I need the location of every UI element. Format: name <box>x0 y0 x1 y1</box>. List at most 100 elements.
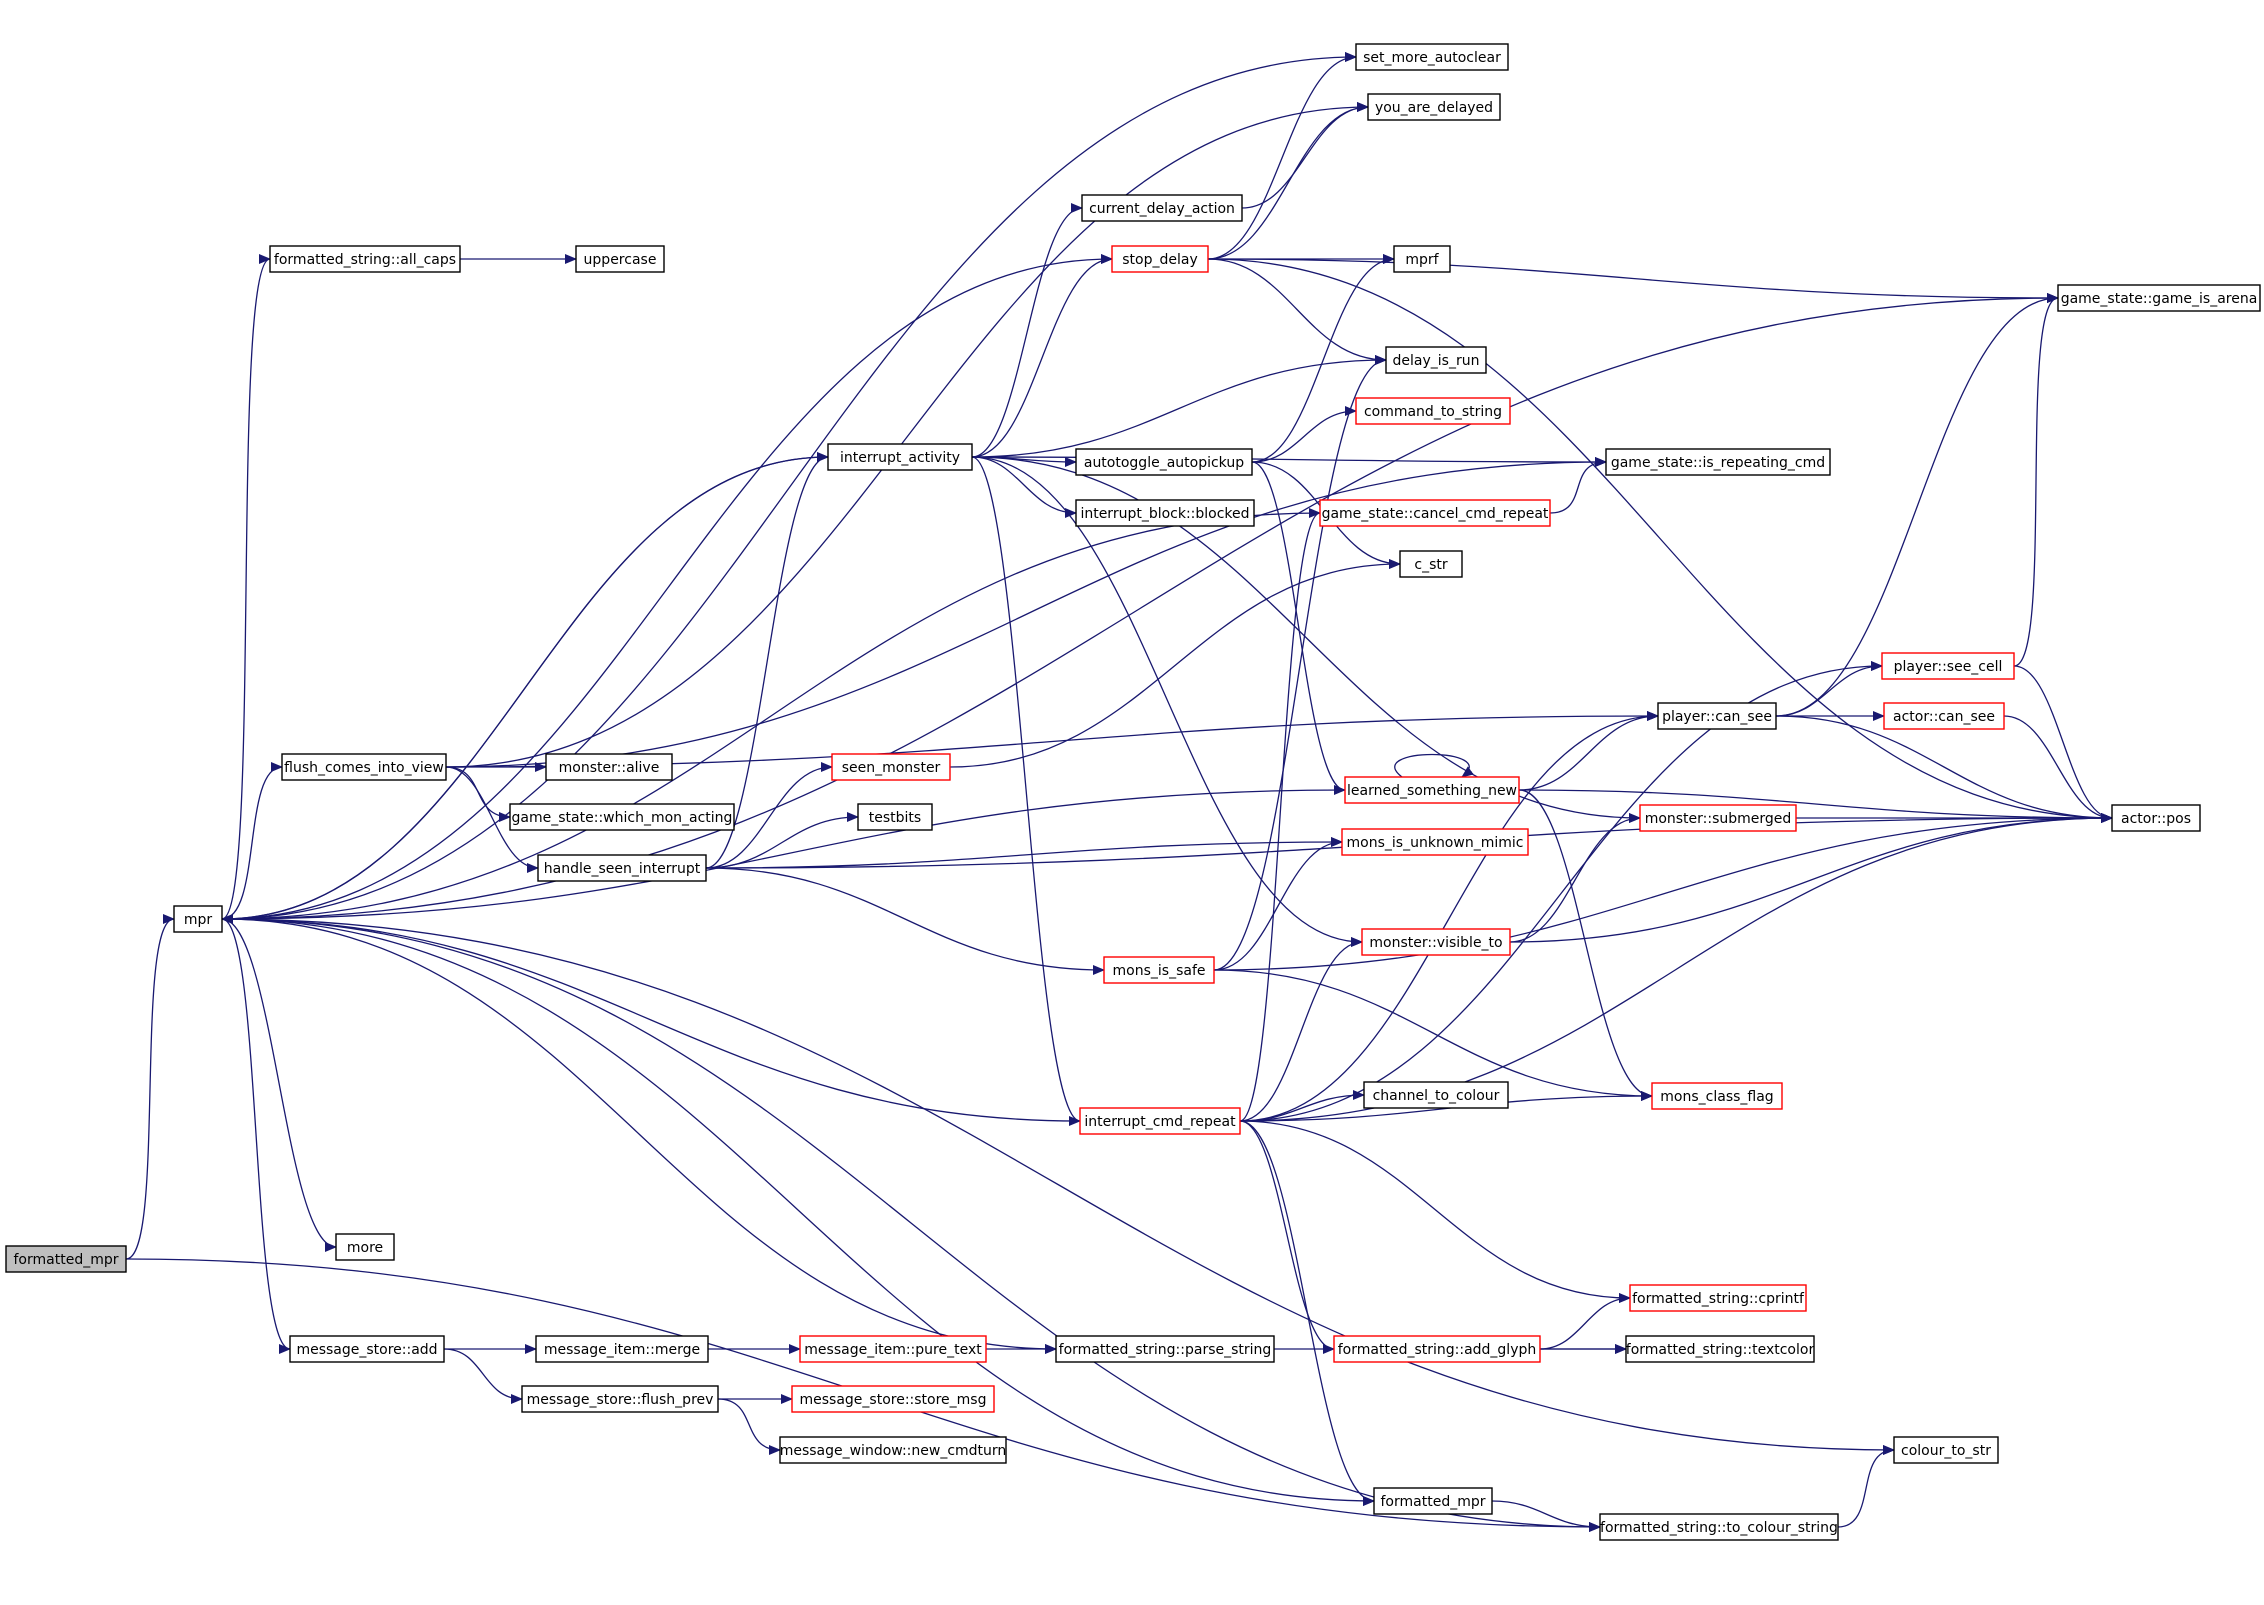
edge-interrupt_cmd_repeat-to-gs_cancel_cmd_repeat <box>1239 508 1321 1122</box>
node-player-see-cell[interactable]: player::see_cell <box>1881 652 2015 680</box>
node-more[interactable]: more <box>335 1233 395 1261</box>
node-gs-is-repeating-cmd[interactable]: game_state::is_repeating_cmd <box>1605 448 1831 476</box>
edge-interrupt_activity-to-interrupt_block_blocked <box>971 456 1077 518</box>
edge-handle_seen_interrupt-to-mons_is_unknown_mimic <box>705 837 1343 869</box>
node-command-to-string[interactable]: command_to_string <box>1355 397 1511 425</box>
node-interrupt-activity[interactable]: interrupt_activity <box>827 443 973 471</box>
node-current-delay-action[interactable]: current_delay_action <box>1081 194 1243 222</box>
node-fs-parse-string[interactable]: formatted_string::parse_string <box>1055 1335 1275 1363</box>
node-gs-game-is-arena[interactable]: game_state::game_is_arena <box>2057 284 2261 312</box>
node-channel-to-colour[interactable]: channel_to_colour <box>1363 1081 1509 1109</box>
node-handle-seen-interrupt[interactable]: handle_seen_interrupt <box>537 854 707 882</box>
node-testbits[interactable]: testbits <box>857 803 933 831</box>
edge-interrupt_activity-to-monster_submerged <box>971 456 1641 823</box>
node-label: autotoggle_autopickup <box>1084 455 1244 471</box>
edge-stop_delay-to-delay_is_run <box>1207 258 1387 365</box>
edge-interrupt_cmd_repeat-to-player_see_cell <box>1239 661 1883 1122</box>
edge-mons_is_safe-to-mons_is_unknown_mimic <box>1213 837 1343 971</box>
node-learned-something-new[interactable]: learned_something_new <box>1344 776 1520 804</box>
node-mons-is-unknown-mimic[interactable]: mons_is_unknown_mimic <box>1341 828 1529 856</box>
edge-interrupt_activity-to-interrupt_cmd_repeat <box>971 456 1081 1126</box>
node-flush-comes-into-view[interactable]: flush_comes_into_view <box>281 753 447 781</box>
node-message-store-store-msg[interactable]: message_store::store_msg <box>791 1385 995 1413</box>
node-box <box>521 1385 719 1413</box>
node-fs-all-caps[interactable]: formatted_string::all_caps <box>269 245 461 273</box>
node-monster-submerged[interactable]: monster::submerged <box>1639 804 1797 832</box>
node-autotoggle-autopickup[interactable]: autotoggle_autopickup <box>1075 448 1253 476</box>
edge-learned_something_new-to-player_can_see <box>1518 711 1659 791</box>
edge-seen_monster-to-c_str <box>949 559 1401 768</box>
node-mons-class-flag[interactable]: mons_class_flag <box>1651 1082 1783 1110</box>
edge-handle_seen_interrupt-to-interrupt_activity <box>705 452 829 869</box>
node-box <box>1651 1082 1783 1110</box>
edge-handle_seen_interrupt-to-mons_is_safe <box>705 867 1105 975</box>
node-gs-cancel-cmd-repeat[interactable]: game_state::cancel_cmd_repeat <box>1319 499 1551 527</box>
node-c-str[interactable]: c_str <box>1399 550 1463 578</box>
node-you-are-delayed[interactable]: you_are_delayed <box>1367 93 1501 121</box>
node-box <box>1393 245 1451 273</box>
node-gs-which-mon-acting[interactable]: game_state::which_mon_acting <box>509 803 735 831</box>
node-label: message_store::store_msg <box>800 1392 987 1408</box>
edge-monster_visible_to-to-actor_pos <box>1509 813 2113 943</box>
node-formatted-mpr-root[interactable]: formatted_mpr <box>5 1245 127 1273</box>
node-label: formatted_string::to_colour_string <box>1600 1520 1838 1536</box>
node-label: game_state::cancel_cmd_repeat <box>1322 506 1549 522</box>
node-box <box>1881 652 2015 680</box>
node-box <box>1355 43 1509 71</box>
node-message-store-add[interactable]: message_store::add <box>289 1335 445 1363</box>
node-label: c_str <box>1414 557 1447 573</box>
node-delay-is-run[interactable]: delay_is_run <box>1385 346 1487 374</box>
node-fs-add-glyph[interactable]: formatted_string::add_glyph <box>1333 1335 1541 1363</box>
edge-flush_comes_into_view-to-handle_seen_interrupt <box>445 766 539 873</box>
edges-layer <box>125 52 2113 1532</box>
node-box <box>1075 499 1255 527</box>
node-label: learned_something_new <box>1347 783 1517 799</box>
node-fs-cprintf[interactable]: formatted_string::cprintf <box>1629 1284 1807 1312</box>
node-box <box>2057 284 2261 312</box>
node-mprf[interactable]: mprf <box>1393 245 1451 273</box>
node-box <box>269 245 461 273</box>
node-label: actor::can_see <box>1893 709 1995 725</box>
node-message-window-new-cmdturn[interactable]: message_window::new_cmdturn <box>779 1436 1007 1464</box>
node-seen-monster[interactable]: seen_monster <box>831 753 951 781</box>
node-formatted-mpr-2[interactable]: formatted_mpr <box>1373 1487 1493 1515</box>
node-interrupt-block-blocked[interactable]: interrupt_block::blocked <box>1075 499 1255 527</box>
edge-mons_is_safe-to-mons_class_flag <box>1213 969 1653 1101</box>
node-box <box>575 245 665 273</box>
node-message-item-merge[interactable]: message_item::merge <box>535 1335 709 1363</box>
node-message-store-flush-prev[interactable]: message_store::flush_prev <box>521 1385 719 1413</box>
node-box <box>1081 194 1243 222</box>
edge-stop_delay-to-you_are_delayed <box>1207 102 1369 260</box>
node-box <box>1373 1487 1493 1515</box>
node-message-item-pure-text[interactable]: message_item::pure_text <box>799 1335 987 1363</box>
edge-formatted_mpr_2-to-fs_to_colour_string <box>1491 1500 1601 1532</box>
node-fs-textcolor[interactable]: formatted_string::textcolor <box>1625 1335 1815 1363</box>
edge-learned_something_new-to-mpr <box>221 789 1346 924</box>
node-set-more-autoclear[interactable]: set_more_autoclear <box>1355 43 1509 71</box>
node-interrupt-cmd-repeat[interactable]: interrupt_cmd_repeat <box>1079 1107 1241 1135</box>
node-label: testbits <box>869 810 921 826</box>
node-uppercase[interactable]: uppercase <box>575 245 665 273</box>
node-actor-pos[interactable]: actor::pos <box>2111 804 2201 832</box>
node-stop-delay[interactable]: stop_delay <box>1111 245 1209 273</box>
node-label: message_store::flush_prev <box>527 1392 714 1408</box>
node-mpr[interactable]: mpr <box>173 905 223 933</box>
node-monster-visible-to[interactable]: monster::visible_to <box>1361 928 1511 956</box>
node-box <box>1103 956 1215 984</box>
node-mons-is-safe[interactable]: mons_is_safe <box>1103 956 1215 984</box>
node-fs-to-colour-string[interactable]: formatted_string::to_colour_string <box>1599 1513 1839 1541</box>
node-label: seen_monster <box>842 760 941 776</box>
node-colour-to-str[interactable]: colour_to_str <box>1893 1436 1999 1464</box>
node-actor-can-see[interactable]: actor::can_see <box>1883 702 2005 730</box>
node-box <box>1639 804 1797 832</box>
edge-player_see_cell-to-actor_pos <box>2013 665 2113 823</box>
node-label: you_are_delayed <box>1375 100 1493 116</box>
node-box <box>1367 93 1501 121</box>
edge-interrupt_activity-to-mpr <box>221 456 829 924</box>
node-monster-alive[interactable]: monster::alive <box>545 753 673 781</box>
node-label: message_item::merge <box>544 1342 700 1358</box>
node-player-can-see[interactable]: player::can_see <box>1657 702 1777 730</box>
node-label: game_state::game_is_arena <box>2061 291 2258 307</box>
edge-interrupt_activity-to-gs_is_repeating_cmd <box>971 456 1607 467</box>
edge-message_store_add-to-message_store_flush_prev <box>443 1348 523 1404</box>
